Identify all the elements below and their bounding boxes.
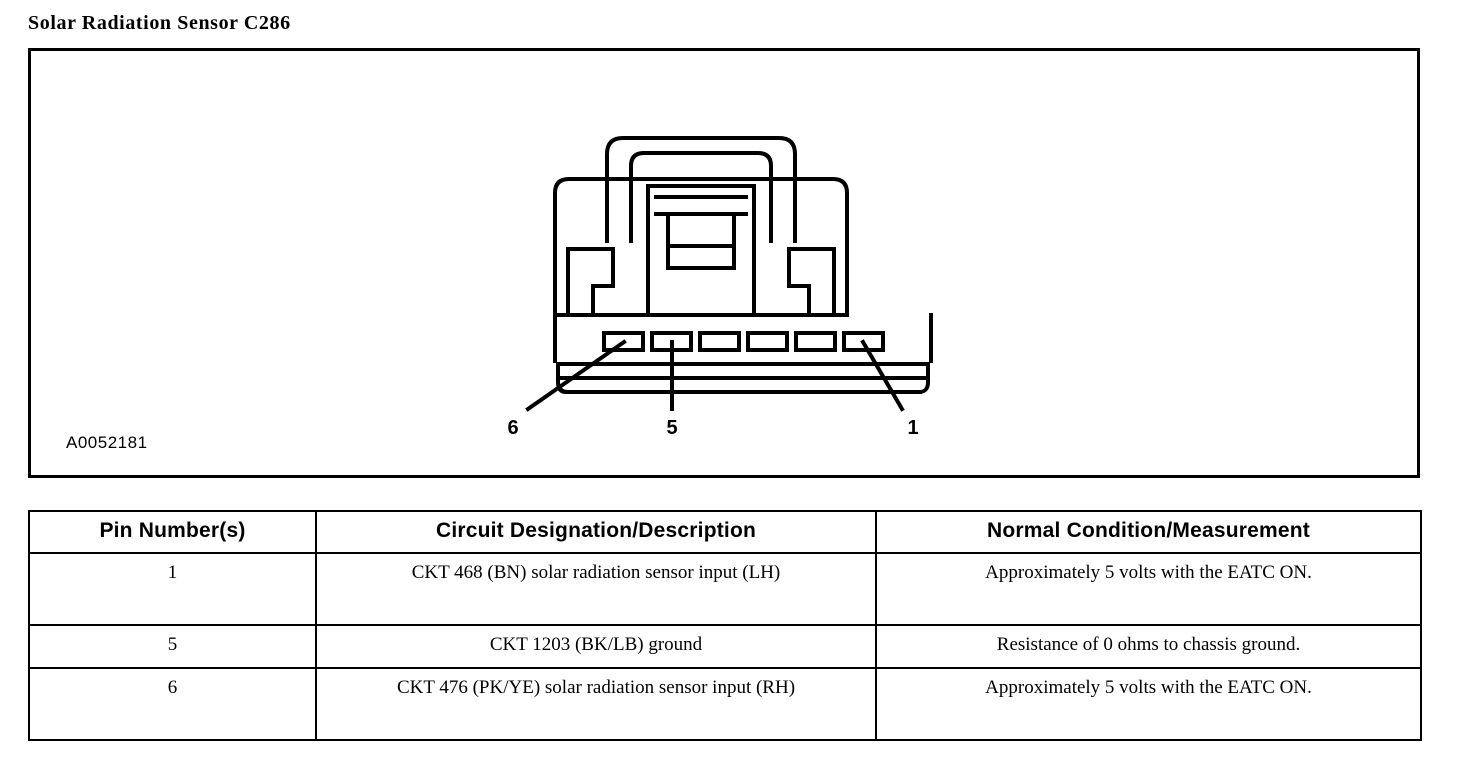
shoulder-notch-left [566, 247, 615, 317]
connector-figure-frame: 6 5 1 A0052181 [28, 48, 1420, 478]
cell-pin-number: 1 [28, 552, 317, 626]
cell-circuit-description: CKT 468 (BN) solar radiation sensor inpu… [315, 552, 877, 626]
cavity-2 [794, 331, 837, 352]
cavity-4 [698, 331, 741, 352]
callout-label-pin-1: 1 [907, 417, 918, 439]
leader-line-pin-6 [525, 339, 627, 412]
table-row: 5 CKT 1203 (BK/LB) ground Resistance of … [28, 624, 1422, 669]
column-header-normal-condition: Normal Condition/Measurement [875, 510, 1422, 554]
cell-circuit-description: CKT 476 (PK/YE) solar radiation sensor i… [315, 667, 877, 741]
callout-label-pin-6: 6 [507, 417, 518, 439]
callout-label-pin-5: 5 [666, 417, 677, 439]
cell-normal-condition: Approximately 5 volts with the EATC ON. [875, 552, 1422, 626]
shoulder-notch-right [787, 247, 836, 317]
table-row: 6 CKT 476 (PK/YE) solar radiation sensor… [28, 667, 1422, 741]
cell-pin-number: 5 [28, 624, 317, 669]
cell-pin-number: 6 [28, 667, 317, 741]
connector-drawing: 6 5 1 [31, 51, 1423, 481]
latch-block [646, 184, 756, 317]
table-row: 1 CKT 468 (BN) solar radiation sensor in… [28, 552, 1422, 626]
latch-arch-outer [605, 136, 797, 243]
cell-normal-condition: Resistance of 0 ohms to chassis ground. [875, 624, 1422, 669]
cavity-6 [602, 331, 645, 352]
connector-body [553, 177, 849, 317]
latch-inner-rect [666, 212, 736, 270]
latch-arch-inner [629, 151, 773, 243]
column-header-circuit-designation: Circuit Designation/Description [315, 510, 877, 554]
cell-normal-condition: Approximately 5 volts with the EATC ON. [875, 667, 1422, 741]
figure-id-label: A0052181 [66, 433, 148, 452]
column-header-pin-number: Pin Number(s) [28, 510, 317, 554]
page-title: Solar Radiation Sensor C286 [28, 12, 291, 34]
cavity-3 [746, 331, 789, 352]
cell-circuit-description: CKT 1203 (BK/LB) ground [315, 624, 877, 669]
connector-diagram-svg: 6 5 1 [507, 136, 933, 439]
cavity-1 [842, 331, 885, 352]
leader-line-pin-1 [860, 339, 905, 412]
pin-information-table: Pin Number(s) Circuit Designation/Descri… [28, 510, 1422, 741]
table-header-row: Pin Number(s) Circuit Designation/Descri… [28, 510, 1422, 554]
